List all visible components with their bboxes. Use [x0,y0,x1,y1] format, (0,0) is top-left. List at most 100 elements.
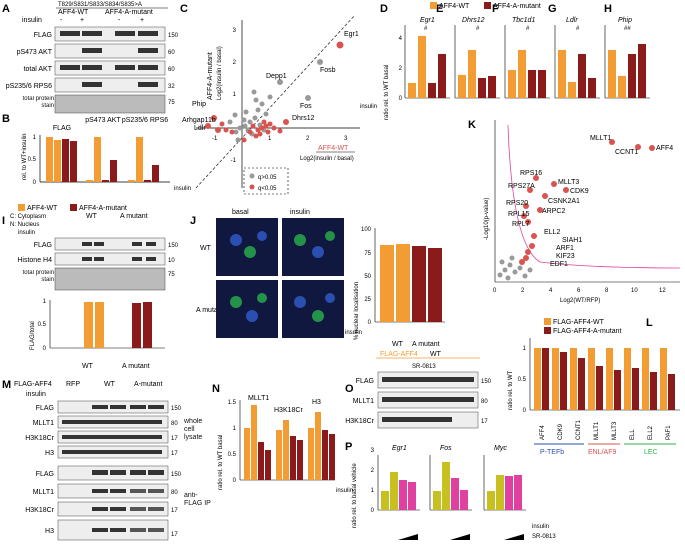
panel-i-group-wt: WT [82,363,94,370]
panel-p-ylabel: ratio rel. to basal vehicle [352,463,358,528]
panel-k-protein: MLLT3 [558,179,579,186]
panel-l-category: PAF1 [666,425,672,440]
panel-j-group-wt: WT [392,341,404,348]
panel-k-xtick: 2 [521,288,525,294]
panel-m-side-bot: anti-FLAG IP [184,492,211,507]
panel-m-row: MLLT1 [33,420,54,427]
panel-a-kda: 60 [168,50,175,56]
blot-akt [54,60,166,76]
panel-h-letter: H [604,3,612,15]
panel-c-gene: Arhgap11b [182,117,216,124]
panel-c-legend [243,167,289,195]
panel-p-ytick: 0 [371,508,375,514]
panel-a-sign: + [80,17,84,24]
panel-l-category: MLLT3 [612,421,618,440]
panel-o-letter: O [345,383,354,395]
panel-o-kda: 80 [481,399,488,405]
panel-b-group: pS473 AKT [85,117,121,124]
panel-m-letter: M [2,379,11,391]
panel-j-col-insulin: insulin [290,209,310,216]
panel-i-ytick: 0 [43,346,47,352]
panel-l-legend-wt: FLAG-AFF4-WT [553,319,605,326]
panel-i-legend-c: C: Cytoplasm [10,214,46,220]
panel-a-row-label: pS473 AKT [17,49,53,56]
panel-l-category: ELL [630,429,636,440]
panel-c-ytick: 1 [233,92,237,98]
blot-i-total [54,267,166,291]
panel-k-xtick: 12 [659,288,666,294]
panel-b-letter: B [2,113,10,125]
panel-b-group: pS235/6 RPS6 [122,117,168,124]
panel-c-letter: C [180,3,188,15]
panel-n: N ratio rel. to WT basal 0 0.5 1 1.5 MLL… [212,383,353,494]
panel-a-row-label: total protein stain [22,96,54,109]
panel-p-gene: Egr1 [392,445,407,452]
panel-j-col-basal: basal [232,209,249,216]
panel-b-ylabel: rel. to WT+insulin [22,133,28,180]
panel-b-insulin: insulin [174,186,191,192]
micrograph-am-insulin [282,280,344,338]
panel-n-ylabel: ratio rel. to WT basal [218,435,224,490]
panel-c-scatter [205,41,344,143]
panel-k-xtick: 8 [605,288,609,294]
panel-c-gene: Dhrs12 [292,115,315,122]
panel-a-row-label: pS235/6 RPS6 [6,83,52,90]
panel-m-kda: 17 [171,532,178,538]
panel-c-gene: Fosb [320,67,336,74]
panel-k-xtick: 0 [493,288,497,294]
panel-a-col-wt: AFF4-WT [58,9,89,16]
panel-dh-ytick: 0 [399,96,403,102]
panel-o-sr: SR-0813 [412,364,436,370]
panel-m-kda: 17 [171,508,178,514]
panel-i-col-wt: WT [86,213,98,220]
panel-m-col: RFP [66,381,80,388]
panel-k-protein: RPS16 [520,170,542,177]
panel-p-ytick: 1 [371,488,375,494]
panel-l-category: MLLT1 [594,421,600,440]
panel-k-protein: CDK9 [570,188,589,195]
panel-m-row: MLLT1 [33,489,54,496]
panel-i-letter: I [2,215,5,227]
panel-dh-legend-am: AFF4-A-mutant [493,3,541,10]
panel-k-protein: KIF23 [556,253,575,260]
panel-m-kda: 150 [171,406,182,412]
panel-o-row: FLAG [356,378,374,385]
panel-l-category: CCNT1 [576,419,582,440]
panel-k-protein: ELL2 [544,229,560,236]
panel-l: L FLAG-AFF4-WT FLAG-AFF4-A-mutant ratio … [508,317,680,456]
panel-a-row-label: total AKT [24,66,53,73]
panel-j-ytick: 25 [364,297,371,303]
panel-c-gene: Ldlr [194,125,206,132]
panel-p-gene: Fos [440,445,452,452]
panel-k-protein: MLLT1 [590,135,611,142]
panel-j-ytick: 0 [368,320,372,326]
panel-l-legend-am: FLAG-AFF4-A-mutant [553,328,622,335]
panel-p-ytick: 3 [371,448,375,454]
panel-n-group: H3K18Cr [274,407,303,414]
panel-d-sig: # [424,26,428,32]
panels-d-h: D E F G H AFF4-WT AFF4-A-mutant ratio re… [360,2,650,120]
panel-b: B rel. to WT+insulin 0 0.5 1 FLAG pS473 … [2,113,191,212]
panel-a-sign: + [140,17,144,24]
panel-i-ylabel: FLAG/total [30,321,36,350]
panel-j-letter: J [190,215,196,227]
panel-l-category: CDK9 [558,423,564,440]
panel-b-ytick: 0 [33,180,37,186]
panel-b-legend-am: AFF4-A-mutant [79,205,127,212]
panel-m: M FLAG-AFF4 RFP WT A-mutant insulin FLAG… [2,379,211,541]
panel-c-legend-item: q>0.05 [258,175,277,181]
panel-c-ytick: 2 [233,60,237,66]
panel-c-ytick: -1 [231,158,237,164]
panel-i-group-am: A mutant [122,363,150,370]
panel-m-kda: 80 [171,421,178,427]
panel-m-kda: 17 [171,451,178,457]
panel-m-row: FLAG [36,405,54,412]
panel-f-gene: Tbc1d1 [512,17,535,24]
panel-l-category: AFF4 [540,425,546,440]
panel-m-kda: 150 [171,472,182,478]
panel-i: I C: Cytoplasm N: Nucleus WT A mutant in… [2,213,179,370]
panel-c-ylabel-top: AFF4-A-mutant [207,52,214,100]
panel-b-ytick: 1 [33,135,37,141]
panel-o-kda: 17 [481,419,488,425]
